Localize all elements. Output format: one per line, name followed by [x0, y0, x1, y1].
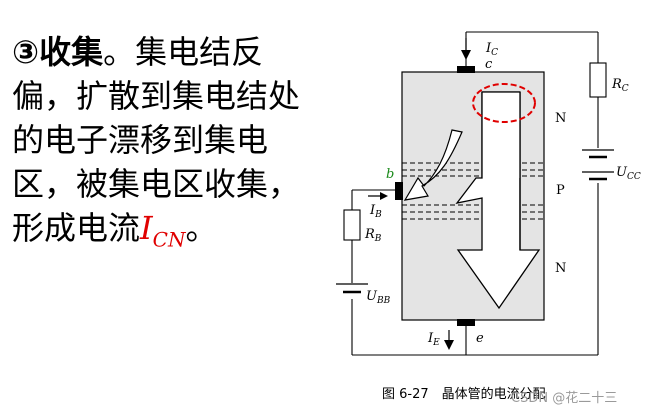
description-text: ③收集。集电结反 偏，扩散到集电结处 的电子漂移到集电 区，被集电区收集， 形成… — [12, 30, 322, 261]
text-line-3: 的电子漂移到集电 — [12, 121, 269, 159]
figure-caption: 图 6-27 晶体管的电流分配 — [382, 386, 546, 402]
ic-arrow — [461, 38, 471, 60]
emitter-terminal-label: e — [476, 331, 484, 346]
text-line-5-suffix: 。 — [185, 209, 218, 247]
step-title: ③收集 — [12, 33, 104, 71]
icn-sub: CN — [152, 227, 186, 252]
text-line-2: 偏，扩散到集电结处 — [12, 77, 301, 115]
collector-electrode — [457, 66, 475, 73]
collector-region-label: N — [555, 111, 566, 126]
rc-resistor — [589, 62, 607, 98]
ucc-battery — [582, 149, 614, 181]
ucc-label: UCC — [616, 165, 641, 182]
rb-resistor — [343, 209, 361, 241]
ic-label: IC — [485, 41, 498, 58]
text-line-1-rest: 。集电结反 — [103, 33, 264, 71]
collector-circuit — [465, 31, 599, 356]
collection-highlight-ellipse — [472, 83, 536, 123]
ie-arrow — [444, 330, 454, 350]
text-line-5-prefix: 形成电流 — [12, 209, 141, 247]
emitter-electrode — [457, 319, 475, 326]
collector-channel — [482, 92, 520, 178]
base-region-label: P — [556, 183, 565, 198]
ie-label: IE — [427, 331, 440, 348]
base-electrode — [395, 182, 403, 200]
icn-symbol: ICN — [140, 209, 185, 251]
watermark: CSDN @花二十三 — [511, 390, 617, 406]
ib-label: IB — [369, 203, 382, 220]
emitter-region-label: N — [555, 261, 566, 276]
rc-label: RC — [611, 77, 629, 94]
base-circuit — [351, 189, 467, 356]
text-line-1: ③收集。集电结反 — [12, 30, 322, 74]
text-line-5: 形成电流ICN。 — [12, 206, 322, 261]
text-line-4: 区，被集电区收集， — [12, 165, 301, 203]
rb-label: RB — [364, 227, 382, 244]
base-terminal-label: b — [386, 167, 394, 182]
ubb-battery — [336, 283, 368, 294]
ubb-label: UBB — [366, 289, 391, 306]
icn-main: I — [140, 209, 153, 247]
base-current-arrow — [403, 129, 463, 201]
ib-arrow — [368, 192, 388, 200]
collector-terminal-label: c — [485, 57, 493, 72]
